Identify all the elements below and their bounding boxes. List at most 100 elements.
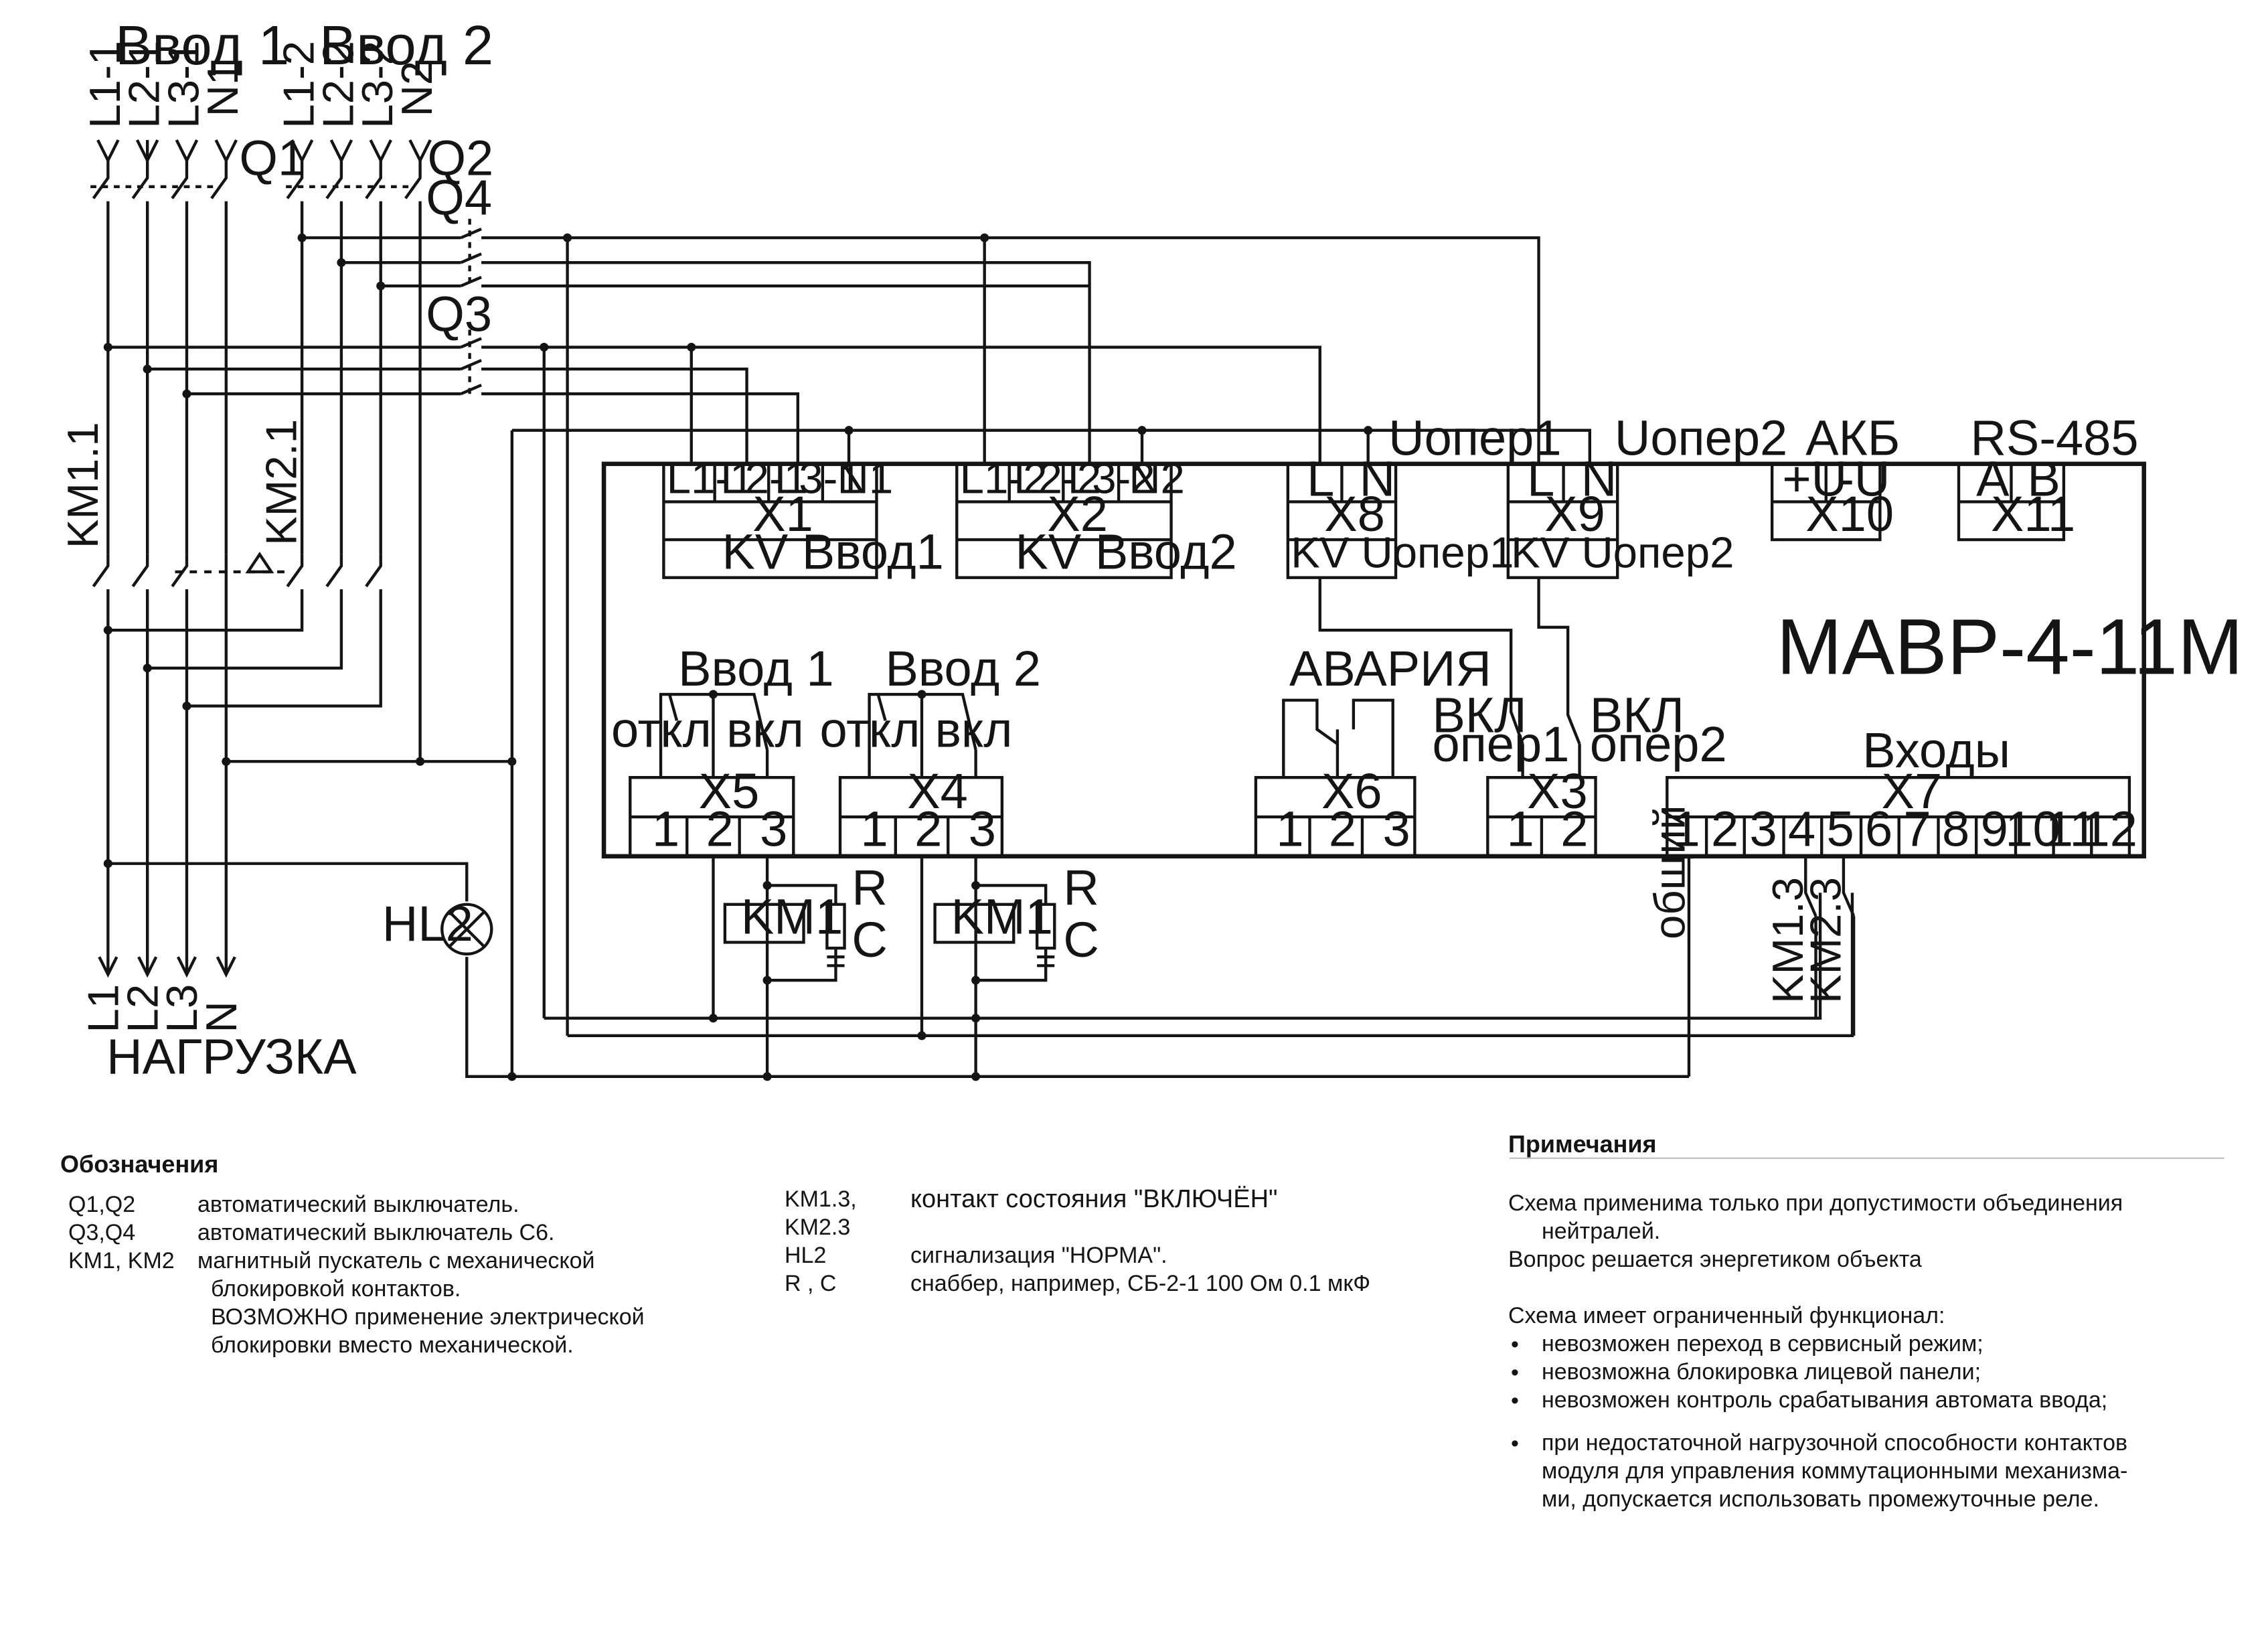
x7-pin-9: 9 [1981,801,2008,857]
x11-name: X11 [1991,486,2075,542]
contactor-km11-label: KM1.1 [58,422,107,548]
bullet-dot-1: • [1511,1332,1519,1357]
load-l2: L2 [118,984,167,1033]
x7-pin-7: 7 [1904,801,1931,857]
x4-pin-1: 1 [861,801,888,857]
x5-pin-2: 2 [706,801,734,857]
notes-p1b: нейтралей. [1542,1219,1661,1244]
x7-pin-3: 3 [1749,801,1777,857]
x4-on-label: вкл [935,702,1013,757]
input2-label: Ввод 2 [319,14,493,76]
x11-pin-a: A [1976,451,2010,507]
legend-mid-code-2: KM2.3 [785,1215,851,1240]
x1-caption: KV Ввод1 [722,524,944,580]
vkl-oper1-line1: ВКЛ [1433,688,1527,743]
x3-pin-1: 1 [1507,801,1534,857]
wire-n2: N2 [392,61,441,117]
notes-p1a: Схема применима только при допустимости … [1508,1190,2123,1216]
wire-l11: L1-1 [80,41,129,129]
snubber-c-a: C [852,912,887,968]
legend: Обозначения Q1,Q2 автоматический выключа… [60,1150,797,1378]
switch-q3-label: Q3 [426,287,492,342]
load-title: НАГРУЗКА [106,1028,357,1084]
wire-network [90,139,1856,1079]
x7-pin-2: 2 [1711,801,1738,857]
lamp-label: HL2 [382,896,473,951]
module-title: МАВР-4-11М [1777,603,2243,691]
x4-off-label: откл [820,702,920,757]
legend-mid-text-4: снаббер, например, СБ-2-1 100 Ом 0.1 мкФ [910,1271,1371,1296]
legend-code-1: Q1,Q2 [68,1192,136,1217]
load-l3: L3 [157,984,206,1033]
legend-mid-code-4: R , C [785,1271,837,1296]
x6-pin-2: 2 [1329,801,1356,857]
relay-input2-label: Ввод 2 [886,641,1041,696]
x8-pin-l: L [1307,451,1334,507]
notes-b4a: при недостаточной нагрузочной способност… [1542,1430,2128,1456]
load-n: N [197,1001,246,1032]
x11-pin-b: B [2027,451,2060,507]
x2-name: X2 [1047,486,1108,542]
snubber-r-a: R [852,860,887,915]
x8-caption: KV Uопер1 [1291,528,1514,576]
x8-pin-n: N [1360,451,1395,507]
legend-mid-code-3: HL2 [785,1243,827,1268]
x9-name: X9 [1544,486,1605,542]
terminal-blocks [629,462,2131,858]
legend-code-2: Q3,Q4 [68,1220,136,1245]
notes-title: Примечания [1508,1130,1657,1158]
coil-km1-b-label: KM1 [951,888,1053,944]
x6-pin-3: 3 [1382,801,1410,857]
notes: Примечания Схема применима только при до… [1508,1130,2251,1532]
input1-label: Ввод 1 [115,14,289,76]
km13-label: KM1.3 [1763,877,1812,1004]
uoper2-label: Uопер2 [1615,410,1787,466]
x2-pin-1: L1-2 [960,453,1048,502]
legend-mid-text-1: контакт состояния "ВКЛЮЧЁН" [910,1185,1278,1213]
km23-label: KM2.3 [1801,877,1850,1004]
legend-mid-code-1: KM1.3, [785,1186,857,1212]
x9-caption: KV Uопер2 [1511,528,1734,576]
x3-pin-2: 2 [1560,801,1588,857]
x4-pin-2: 2 [914,801,942,857]
snubber-c-b: C [1063,912,1099,968]
x3-name: X3 [1527,763,1588,819]
lamp-hl2-icon [440,903,493,956]
common-label: общий [1645,805,1694,940]
switch-q1-label: Q1 [239,130,305,185]
x6-pin-1: 1 [1276,801,1303,857]
wire-n1: N1 [198,61,247,117]
x7-pin-11: 11 [2046,801,2097,857]
notes-p3: Схема имеет ограниченный функционал: [1508,1303,1945,1328]
notes-bullet-3: невозможен контроль срабатывания автомат… [1542,1387,2108,1413]
x7-pin-10: 10 [2005,801,2060,857]
wire-l32: L3-2 [353,41,402,129]
relay-input1-label: Ввод 1 [678,641,833,696]
vkl-oper1-line2: опер1 [1433,716,1570,772]
switch-q4-label: Q4 [426,169,492,225]
x10-name: X10 [1805,486,1894,542]
x9-pin-l: L [1527,451,1554,507]
x5-pin-1: 1 [652,801,679,857]
x8-name: X8 [1324,486,1385,542]
bullet-dot-2: • [1511,1360,1519,1385]
wire-l21: L2-1 [120,41,169,129]
x7-pin-8: 8 [1942,801,1969,857]
legend-text-5: ВОЗМОЖНО применение электрической [211,1304,645,1330]
x5-name: X5 [699,763,760,819]
coil-km1-b [933,903,1016,944]
x7-pin-6: 6 [1865,801,1892,857]
akb-label: АКБ [1805,410,1900,466]
x4-name: X4 [907,763,968,819]
legend-text-3: магнитный пускатель с механической [197,1248,595,1273]
contactor-km21-label: KM2.1 [256,419,305,546]
bullet-dot-3: • [1511,1388,1519,1413]
legend-text-1: автоматический выключатель. [197,1192,519,1217]
x10-pin-plus: +U [1782,451,1847,507]
x1-pin-3: L3-1 [775,453,862,502]
notes-b4b: модуля для управления коммутационными ме… [1542,1458,2128,1484]
notes-bullet-2: невозможна блокировка лицевой панели; [1542,1359,1981,1385]
legend-text-4: блокировкой контактов. [211,1276,461,1302]
x5-on-label: вкл [726,702,804,757]
